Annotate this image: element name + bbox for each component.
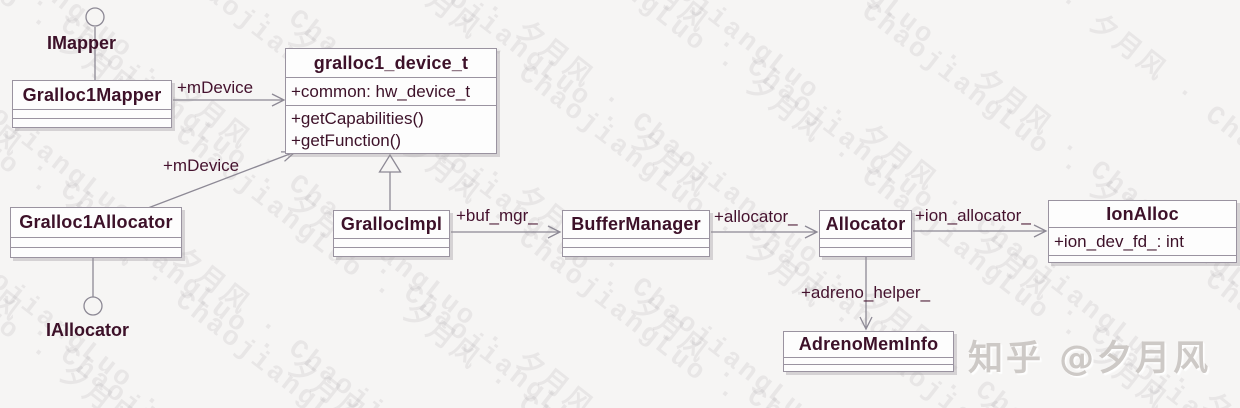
- class-box-ionalloc: IonAlloc +ion_dev_fd_: int: [1048, 200, 1237, 263]
- empty-compartment: [334, 248, 449, 256]
- imapper-interface-label: IMapper: [47, 33, 117, 53]
- class-operation: +getCapabilities(): [291, 109, 424, 128]
- empty-compartment: [334, 239, 449, 248]
- empty-compartment: [784, 365, 953, 371]
- class-box-gralloc1-device-t: gralloc1_device_t +common: hw_device_t +…: [285, 48, 497, 154]
- empty-compartment: [563, 239, 709, 248]
- empty-compartment: [784, 358, 953, 365]
- class-attribute: +ion_dev_fd_: int: [1049, 228, 1236, 256]
- class-operation: +getFunction(): [291, 131, 402, 150]
- edge-label-mdevice-allocator: +mDevice: [163, 156, 240, 175]
- class-name: Allocator: [820, 211, 911, 239]
- adreno-helper-arrowhead-icon: [859, 316, 873, 331]
- mdevice-mapper-arrowhead-icon: [271, 93, 286, 107]
- class-operations: +getCapabilities() +getFunction(): [286, 106, 496, 153]
- edge-label-mdevice-mapper: +mDevice: [177, 78, 254, 97]
- ion-allocator-arrowhead-icon: [1033, 224, 1048, 238]
- empty-compartment: [1049, 256, 1236, 262]
- iallocator-interface-label: IAllocator: [46, 320, 130, 340]
- empty-compartment: [13, 110, 171, 119]
- empty-compartment: [11, 248, 181, 257]
- class-name: Gralloc1Mapper: [13, 81, 171, 110]
- edge-label-ion-allocator: +ion_allocator_: [915, 206, 1031, 225]
- class-box-gralloc1allocator: Gralloc1Allocator: [10, 207, 182, 258]
- class-attribute: +common: hw_device_t: [286, 78, 496, 106]
- imapper-lollipop-icon: [85, 7, 105, 27]
- class-name: IonAlloc: [1049, 201, 1236, 228]
- empty-compartment: [820, 248, 911, 256]
- generalization-triangle-icon: [378, 153, 402, 173]
- class-box-gralloc1mapper: Gralloc1Mapper: [12, 80, 172, 128]
- class-name: AdrenoMemInfo: [784, 332, 953, 358]
- class-box-adrenomeminfo: AdrenoMemInfo: [783, 331, 954, 372]
- allocator-arrowhead-icon: [804, 225, 819, 239]
- class-box-allocator: Allocator: [819, 210, 912, 257]
- class-box-grallocimpl: GrallocImpl: [333, 210, 450, 257]
- class-name: gralloc1_device_t: [286, 49, 496, 78]
- empty-compartment: [13, 119, 171, 127]
- class-box-buffermanager: BufferManager: [562, 210, 710, 257]
- empty-compartment: [11, 238, 181, 248]
- class-name: GrallocImpl: [334, 211, 449, 239]
- zhihu-credit-watermark: 知乎 @夕月风: [968, 339, 1212, 379]
- class-name: BufferManager: [563, 211, 709, 239]
- empty-compartment: [563, 248, 709, 256]
- edge-label-allocator: +allocator_: [714, 207, 798, 226]
- iallocator-lollipop-icon: [83, 296, 103, 316]
- edge-label-adreno-helper: +adreno_helper_: [801, 283, 931, 302]
- mdevice-allocator-line: [147, 151, 296, 209]
- edge-label-buf-mgr: +buf_mgr_: [456, 206, 538, 225]
- class-name: Gralloc1Allocator: [11, 208, 181, 238]
- buf-mgr-arrowhead-icon: [547, 225, 562, 239]
- empty-compartment: [820, 239, 911, 248]
